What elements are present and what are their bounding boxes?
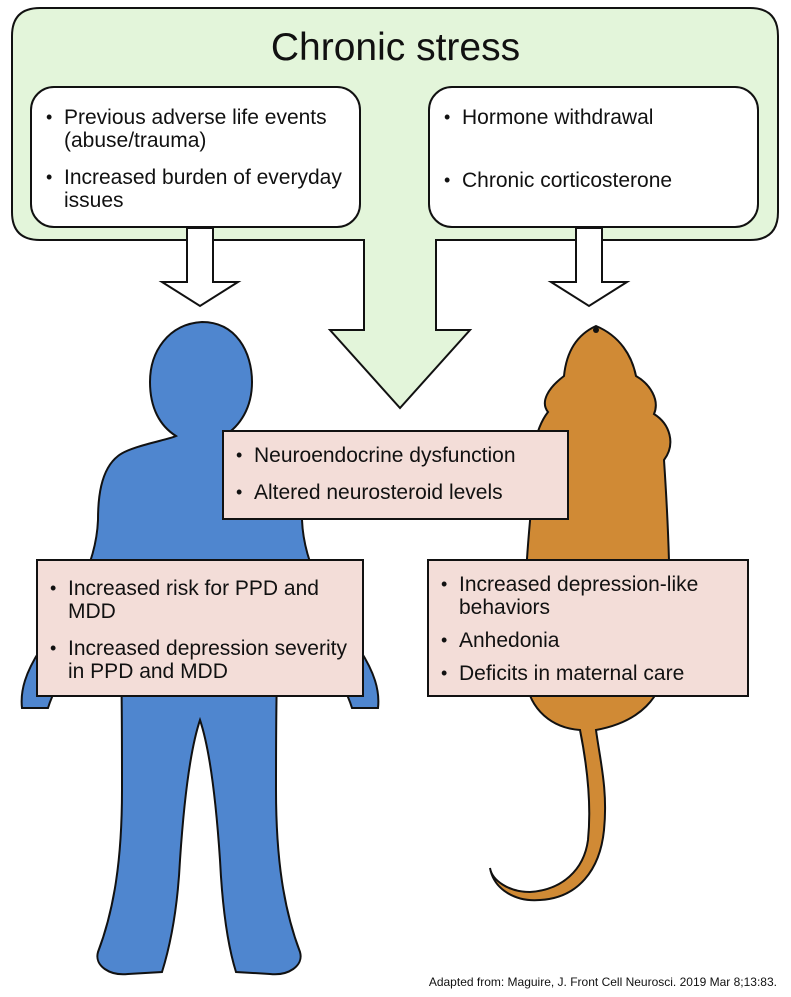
shared-effects-box: Neuroendocrine dysfunction Altered neuro… [222,430,569,520]
source-credit: Adapted from: Maguire, J. Front Cell Neu… [428,975,777,989]
human-outcomes-list: Increased risk for PPD and MDD Increased… [44,577,352,683]
human-cause-arrow [158,227,242,308]
animal-cause-item: Chronic corticosterone [438,169,743,192]
human-cause-item: Increased burden of everyday issues [40,166,345,212]
animal-causes-list: Hormone withdrawal Chronic corticosteron… [438,106,743,192]
human-causes-list: Previous adverse life events (abuse/trau… [40,106,345,212]
animal-outcomes-list: Increased depression-like behaviors Anhe… [435,573,737,685]
human-cause-item: Previous adverse life events (abuse/trau… [40,106,345,152]
human-outcome-item: Increased risk for PPD and MDD [44,577,352,623]
rodent-nose [593,327,599,333]
animal-outcome-item: Deficits in maternal care [435,662,737,685]
animal-outcomes-box: Increased depression-like behaviors Anhe… [427,559,749,697]
animal-cause-item: Hormone withdrawal [438,106,743,129]
human-outcomes-box: Increased risk for PPD and MDD Increased… [36,559,364,697]
shared-effect-item: Altered neurosteroid levels [230,481,557,504]
shared-effects-list: Neuroendocrine dysfunction Altered neuro… [230,444,557,504]
animal-cause-arrow [547,227,631,308]
human-causes-box: Previous adverse life events (abuse/trau… [30,86,361,228]
shared-effect-item: Neuroendocrine dysfunction [230,444,557,467]
chronic-stress-title: Chronic stress [270,26,521,69]
animal-causes-box: Hormone withdrawal Chronic corticosteron… [428,86,759,228]
human-outcome-item: Increased depression severity in PPD and… [44,637,352,683]
animal-outcome-item: Increased depression-like behaviors [435,573,737,619]
animal-outcome-item: Anhedonia [435,629,737,652]
